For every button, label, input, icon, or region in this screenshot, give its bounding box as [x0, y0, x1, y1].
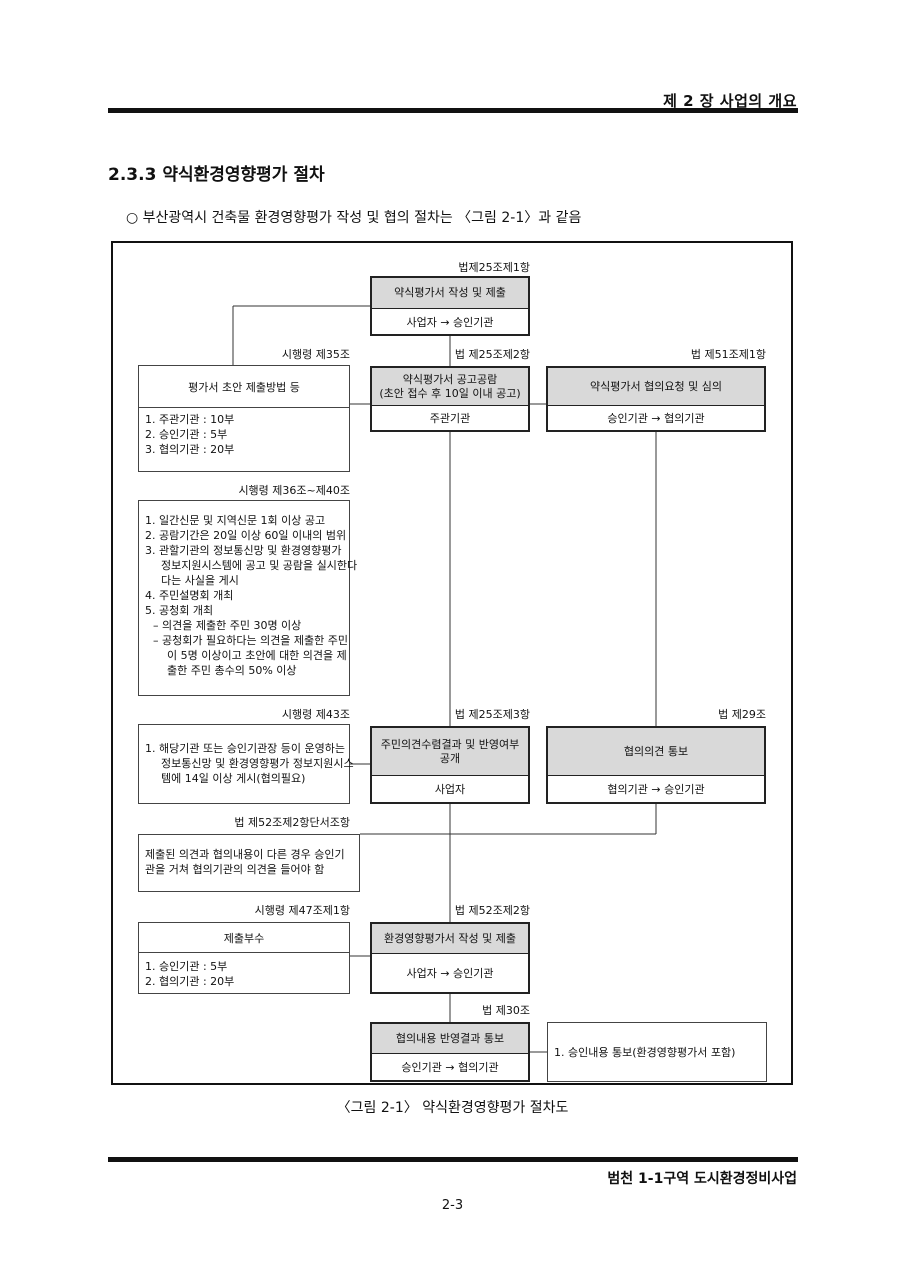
box-result-notice-body: 승인기관 → 협의기관: [401, 1061, 499, 1074]
submit-copies-list: 1. 승인기관 : 5부 2. 협의기관 : 20부: [139, 953, 349, 993]
label-decree-36-40: 시행령 제36조~제40조: [238, 484, 350, 497]
box-public-procedure: 1. 일간신문 및 지역신문 1회 이상 공고 2. 공람기간은 20일 이상 …: [138, 500, 358, 696]
bullet-symbol: ○: [126, 210, 139, 226]
box-approval-notice: 1. 승인내용 통보(환경영향평가서 포함): [547, 1022, 767, 1082]
label-decree-35: 시행령 제35조: [281, 348, 350, 361]
approval-notice-text: 1. 승인내용 통보(환경영향평가서 포함): [554, 1046, 736, 1059]
procedure-line: 이 5명 이상이고 초안에 대한 의견을 제: [167, 649, 347, 662]
box-consult-request-title: 약식평가서 협의요청 및 심의: [548, 368, 764, 406]
procedure-line: 다는 사실을 게시: [161, 574, 239, 587]
box-copies-list: 1. 주관기관 : 10부 2. 승인기관 : 5부 3. 협의기관 : 20부: [139, 408, 349, 461]
footer-rule: [108, 1157, 798, 1162]
flowchart-frame: [111, 241, 793, 1085]
copies-line: 1. 주관기관 : 10부: [145, 413, 235, 426]
box-copies: 평가서 초안 제출방법 등 1. 주관기관 : 10부 2. 승인기관 : 5부…: [138, 365, 350, 472]
page-number: 2-3: [441, 1198, 464, 1213]
box-eia-submit-body: 사업자 → 승인기관: [406, 967, 494, 980]
box-copies-title: 평가서 초안 제출방법 등: [139, 366, 349, 408]
opinion-diff-list: 제출된 의견과 협의내용이 다른 경우 승인기 관을 거쳐 협의기관의 의견을 …: [139, 835, 359, 881]
box-submit-copies: 제출부수 1. 승인기관 : 5부 2. 협의기관 : 20부: [138, 922, 350, 994]
box-resident-opinion: 주민의견수렴결과 및 반영여부 공개 사업자: [370, 726, 530, 804]
procedure-line: 3. 관할기관의 정보통신망 및 환경영향평가: [145, 544, 342, 557]
submit-copies-line: 1. 승인기관 : 5부: [145, 960, 228, 973]
box-resident-opinion-title: 주민의견수렴결과 및 반영여부 공개: [372, 728, 528, 776]
label-decree-47-1: 시행령 제47조제1항: [254, 904, 350, 917]
label-decree-43: 시행령 제43조: [281, 708, 350, 721]
procedure-line: 2. 공람기간은 20일 이상 60일 이내의 범위: [145, 529, 347, 542]
box-posting: 1. 해당기관 또는 승인기관장 등이 운영하는 정보통신망 및 환경영향평가 …: [138, 724, 354, 804]
section-title: 2.3.3 약식환경영향평가 절차: [108, 165, 325, 185]
box-eia-submit: 환경영향평가서 작성 및 제출 사업자 → 승인기관: [370, 922, 530, 994]
copies-line: 3. 협의기관 : 20부: [145, 443, 235, 456]
public-notice-title-line-2: (초안 접수 후 10일 이내 공고): [379, 386, 521, 400]
box-result-notice-title: 협의내용 반영결과 통보: [372, 1024, 528, 1054]
submit-copies-line: 2. 협의기관 : 20부: [145, 975, 235, 988]
posting-line: 정보통신망 및 환경영향평가 정보지원시스: [161, 757, 354, 770]
label-law-29: 법 제29조: [718, 708, 766, 721]
procedure-line: 1. 일간신문 및 지역신문 1회 이상 공고: [145, 514, 326, 527]
section-bullet: ○ 부산광역시 건축물 환경영향평가 작성 및 협의 절차는 〈그림 2-1〉과…: [126, 207, 581, 227]
box-public-notice: 약식평가서 공고공람 (초안 접수 후 10일 이내 공고) 주관기관: [370, 366, 530, 432]
opinion-diff-line: 제출된 의견과 협의내용이 다른 경우 승인기: [145, 848, 345, 861]
figure-caption: 〈그림 2-1〉 약식환경영향평가 절차도: [336, 1100, 569, 1116]
procedure-line: – 의견을 제출한 주민 30명 이상: [153, 619, 302, 632]
footer-title: 범천 1-1구역 도시환경정비사업: [607, 1171, 797, 1187]
box-consult-opinion: 협의의견 통보 협의기관 → 승인기관: [546, 726, 766, 804]
box-opinion-diff: 제출된 의견과 협의내용이 다른 경우 승인기 관을 거쳐 협의기관의 의견을 …: [138, 834, 360, 892]
box-draft-submit-body: 사업자 → 승인기관: [406, 315, 494, 329]
label-law-51-1: 법 제51조제1항: [690, 348, 766, 361]
procedure-line: 4. 주민설명회 개최: [145, 589, 234, 602]
public-notice-title-line-1: 약식평가서 공고공람: [402, 372, 498, 386]
box-consult-request: 약식평가서 협의요청 및 심의 승인기관 → 협의기관: [546, 366, 766, 432]
resident-opinion-title-line-2: 공개: [439, 751, 461, 765]
box-consult-opinion-body: 협의기관 → 승인기관: [607, 783, 705, 796]
procedure-line: 정보지원시스템에 공고 및 공람을 실시한다: [161, 559, 358, 572]
label-law-25-1: 법제25조제1항: [458, 261, 530, 274]
resident-opinion-title-line-1: 주민의견수렴결과 및 반영여부: [380, 737, 520, 751]
copies-line: 2. 승인기관 : 5부: [145, 428, 228, 441]
procedure-line: 5. 공청회 개최: [145, 604, 214, 617]
public-procedure-list: 1. 일간신문 및 지역신문 1회 이상 공고 2. 공람기간은 20일 이상 …: [139, 501, 358, 682]
bullet-text: 부산광역시 건축물 환경영향평가 작성 및 협의 절차는 〈그림 2-1〉과 같…: [142, 210, 582, 226]
posting-line: 1. 해당기관 또는 승인기관장 등이 운영하는: [145, 742, 346, 755]
label-law-52-2: 법 제52조제2항: [454, 904, 530, 917]
label-law-25-2: 법 제25조제2항: [454, 348, 530, 361]
procedure-line: 출한 주민 총수의 50% 이상: [167, 664, 297, 677]
box-submit-copies-title: 제출부수: [139, 923, 349, 953]
label-law-25-3: 법 제25조제3항: [454, 708, 530, 721]
box-eia-submit-title: 환경영향평가서 작성 및 제출: [372, 924, 528, 954]
box-draft-submit-title: 약식평가서 작성 및 제출: [372, 278, 528, 309]
label-law-52-2-proviso: 법 제52조제2항단서조항: [234, 816, 350, 829]
box-public-notice-title: 약식평가서 공고공람 (초안 접수 후 10일 이내 공고): [372, 368, 528, 406]
procedure-line: – 공청회가 필요하다는 의견을 제출한 주민: [153, 634, 349, 647]
box-draft-submit: 약식평가서 작성 및 제출 사업자 → 승인기관: [370, 276, 530, 336]
posting-line: 템에 14일 이상 게시(협의필요): [161, 772, 306, 785]
box-consult-request-body: 승인기관 → 협의기관: [607, 412, 705, 425]
opinion-diff-line: 관을 거쳐 협의기관의 의견을 들어야 함: [145, 863, 325, 876]
box-consult-opinion-title: 협의의견 통보: [548, 728, 764, 776]
chapter-header: 제 2 장 사업의 개요: [663, 92, 797, 110]
header-rule: [108, 108, 798, 113]
box-public-notice-body: 주관기관: [429, 412, 471, 425]
label-law-30: 법 제30조: [482, 1004, 530, 1017]
posting-list: 1. 해당기관 또는 승인기관장 등이 운영하는 정보통신망 및 환경영향평가 …: [139, 725, 354, 790]
box-result-notice: 협의내용 반영결과 통보 승인기관 → 협의기관: [370, 1022, 530, 1082]
box-resident-opinion-body: 사업자: [434, 783, 466, 796]
